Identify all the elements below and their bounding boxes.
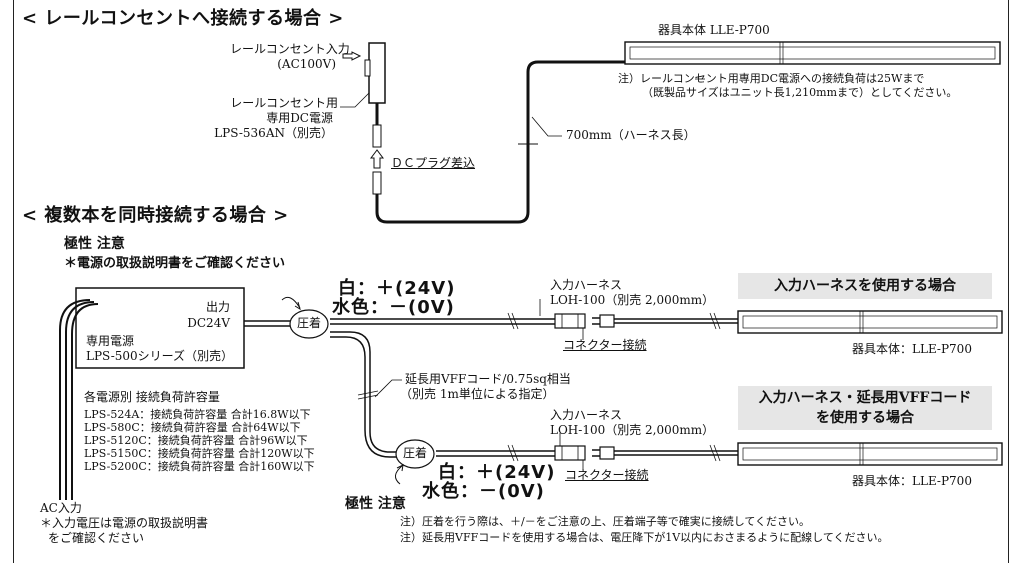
input-arrow-icon <box>342 51 362 61</box>
banner-harness: 入力ハーネスを使用する場合 <box>738 273 992 299</box>
section2-title: < 複数本を同時接続する場合 > <box>22 205 289 226</box>
section1-note-line2: （既製品サイズはユニット長1,210mmまで）としてください。 <box>642 86 958 99</box>
dc-label-line3: LPS-536AN（別売） <box>214 126 333 140</box>
input-label-line1: レールコンセント入力 <box>230 42 350 56</box>
lightblue-wire-label: 水色：－(0V) <box>332 297 455 318</box>
psu-output-voltage: DC24V <box>187 316 230 330</box>
vff-cord-line2: （別売 1m単位による指定） <box>400 387 555 401</box>
fixture-middle <box>737 310 1003 334</box>
ac-note-line1: ＊入力電圧は電源の取扱説明書 <box>40 516 209 530</box>
note-crimp: 注）圧着を行う際は、＋/－をご注意の上、圧着端子等で確実に接続してください。 <box>400 515 811 528</box>
capacity-row: LPS-5150C：接続負荷許容量 合計120W以下 <box>84 447 315 460</box>
banner-harness-vff-line1: 入力ハーネス・延長用VFFコード <box>758 390 972 406</box>
crimp-2 <box>395 439 435 469</box>
input-harness-2-line1: 入力ハーネス <box>550 408 623 422</box>
psu-box <box>75 287 245 369</box>
harness-cable <box>375 60 625 224</box>
psu-name-line1: 専用電源 <box>86 334 135 348</box>
capacity-row: LPS-5120C：接続負荷許容量 合計96W以下 <box>84 434 308 447</box>
dc-adapter-plug <box>364 59 371 77</box>
ac-input-label: AC入力 <box>40 501 82 515</box>
note-vff: 注）延長用VFFコードを使用する場合は、電圧降下が1V以内におさまるように配線し… <box>400 531 889 544</box>
harness-length-label: 700mm（ハーネス長） <box>566 128 696 142</box>
input-harness-1-line2: LOH-100（別売 2,000mm） <box>550 293 715 307</box>
connector-1-male <box>554 313 586 329</box>
ac-note-line2: をご確認ください <box>48 531 145 545</box>
input-harness-2-line2: LOH-100（別売 2,000mm） <box>550 423 715 437</box>
dc-plug-male <box>372 171 382 195</box>
polarity-warning: 極性 注意 <box>64 236 125 252</box>
input-harness-1-line1: 入力ハーネス <box>550 278 623 292</box>
fixture-bottom <box>737 442 1003 466</box>
vff-cord-line1: 延長用VFFコード/0.75sq相当 <box>405 372 571 386</box>
lightblue-wire-label-2: 水色：－(0V) <box>422 481 545 502</box>
capacity-title: 各電源別 接続負荷許容量 <box>84 390 220 404</box>
section1-note-line1: 注）レールコンセント用専用DC電源への接続負荷は25Wまで <box>618 72 925 85</box>
plug-arrow-icon <box>370 149 384 169</box>
connector-1-label: コネクター接続 <box>563 338 647 352</box>
polarity-instruction: ＊電源の取扱説明書をご確認ください <box>64 256 286 271</box>
psu-output-label: 出力 <box>205 300 230 314</box>
capacity-row: LPS-5200C：接続負荷許容量 合計160W以下 <box>84 460 315 473</box>
connector-2-label: コネクター接続 <box>565 468 649 482</box>
fixture-label-bottom: 器具本体：LLE-P700 <box>852 474 972 488</box>
fixture-label-top: 器具本体 LLE-P700 <box>658 23 770 37</box>
fixture-label-middle: 器具本体：LLE-P700 <box>852 342 972 356</box>
vff-cord <box>330 331 398 453</box>
banner-harness-vff: 入力ハーネス・延長用VFFコード を使用する場合 <box>738 386 992 430</box>
input-label-line2: (AC100V) <box>277 57 336 71</box>
dc-plug-label: ＤＣプラグ差込 <box>391 156 476 170</box>
capacity-row: LPS-524A：接続負荷許容量 合計16.8W以下 <box>84 408 311 421</box>
crimp-1-label: 圧着 <box>296 316 321 330</box>
dc-plug-female <box>372 124 382 148</box>
white-wire-label: 白：＋(24V) <box>338 278 456 299</box>
white-wire-label-2: 白：＋(24V) <box>438 462 556 483</box>
connector-2-male <box>554 445 586 461</box>
ac-cable <box>59 299 91 500</box>
fixture-top <box>624 41 1001 65</box>
dc-label-line1: レールコンセント用 <box>230 96 338 110</box>
crimp-2-label: 圧着 <box>402 446 427 460</box>
dc-label-line2: 専用DC電源 <box>266 111 333 125</box>
crimp-1 <box>289 309 329 339</box>
connector-1-female <box>599 314 615 328</box>
connector-2-female <box>599 446 615 460</box>
section1-title: < レールコンセントへ接続する場合 > <box>22 8 344 29</box>
capacity-row: LPS-580C：接続負荷許容量 合計64W以下 <box>84 421 301 434</box>
dc-adapter <box>368 42 386 104</box>
polarity-warning-bottom: 極性 注意 <box>345 496 406 512</box>
psu-name-line2: LPS-500シリーズ（別売） <box>86 349 234 363</box>
banner-harness-vff-line2: を使用する場合 <box>816 410 914 426</box>
